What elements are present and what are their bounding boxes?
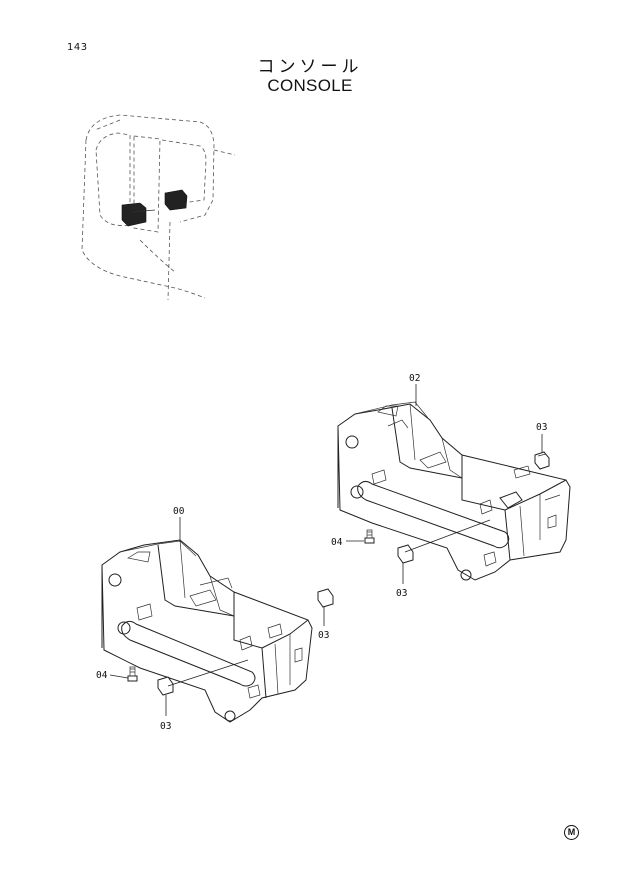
- callout-upper-clip: 03: [536, 422, 547, 433]
- upper-bolt: [364, 529, 375, 544]
- callout-upper-bolt: 04: [331, 537, 343, 548]
- callout-lower-assembly: 00: [173, 506, 185, 517]
- console-assembly-lower: [101, 539, 313, 723]
- callout-lower-bolt: 04: [96, 670, 108, 681]
- callout-upper-assembly: 02: [409, 373, 420, 384]
- title-japanese: コンソール: [257, 57, 363, 77]
- page-title: CONSOLE: [267, 76, 353, 95]
- upper-clip-nut: [534, 451, 550, 470]
- upper-nut: [397, 544, 414, 564]
- cab-locator-illustration: [81, 114, 236, 301]
- console-assembly-upper: [337, 401, 571, 581]
- callout-upper-nut: 03: [396, 588, 407, 599]
- leader-lines: [109, 384, 543, 716]
- lower-clip-nut: [317, 588, 334, 608]
- callout-lower-nut-right: 03: [318, 630, 329, 641]
- lower-bolt: [127, 666, 138, 682]
- callout-lower-clip: 03: [160, 721, 171, 732]
- lower-nut: [157, 676, 174, 696]
- page-number: 143: [67, 42, 88, 53]
- manufacturer-mark: M: [564, 825, 579, 840]
